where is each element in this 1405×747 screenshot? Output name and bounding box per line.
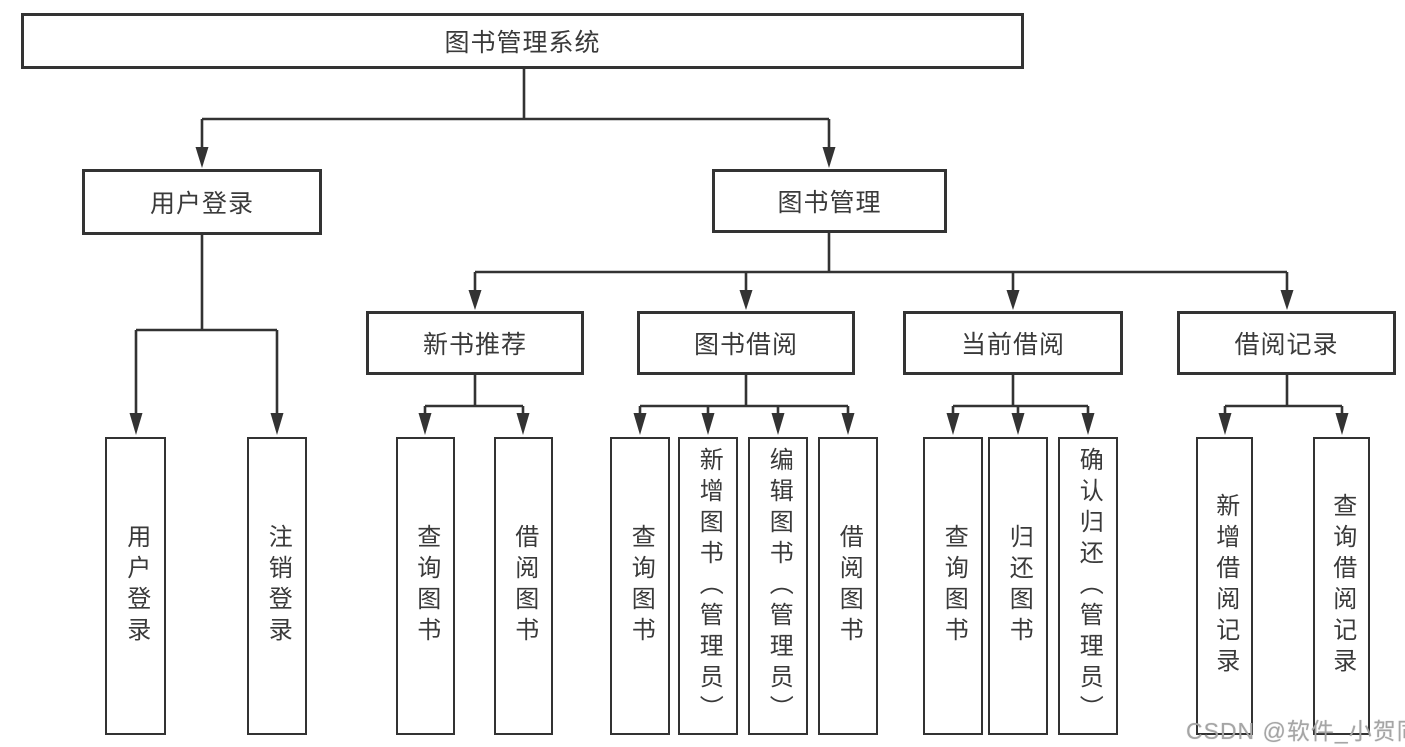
arrowhead <box>841 413 855 435</box>
arrowhead <box>1218 413 1232 435</box>
connector-newbook-to-leaves <box>423 375 525 414</box>
arrowhead <box>1011 413 1025 435</box>
arrowhead <box>195 147 209 168</box>
arrowhead <box>771 413 785 435</box>
leaf-query-borrow-record-label: 查询借阅记录 <box>1328 493 1356 679</box>
leaf-confirm-return-admin: 确认归还（管理员） <box>1058 437 1118 735</box>
node-book-borrow: 图书借阅 <box>637 311 855 375</box>
leaf-edit-book-admin: 编辑图书（管理员） <box>748 437 808 735</box>
node-book-borrow-label: 图书借阅 <box>693 331 798 359</box>
leaf-borrow-books-recommend-label: 借阅图书 <box>510 524 538 648</box>
node-book-management: 图书管理 <box>712 169 947 233</box>
arrowhead <box>739 290 753 310</box>
arrowhead <box>468 290 482 310</box>
connector-curborrow-to-leaves <box>951 375 1090 414</box>
leaf-edit-book-admin-label: 编辑图书（管理员） <box>765 446 793 726</box>
connector-userlogin-to-leaves <box>134 235 279 414</box>
arrowhead <box>701 413 715 435</box>
connector-bookmgmt-to-level3 <box>473 233 1289 292</box>
leaf-user-login-label: 用户登录 <box>122 524 150 648</box>
node-library-system: 图书管理系统 <box>21 13 1024 69</box>
leaf-return-book-label: 归还图书 <box>1005 524 1033 648</box>
leaf-add-book-admin: 新增图书（管理员） <box>678 437 738 735</box>
leaf-confirm-return-admin-label: 确认归还（管理员） <box>1075 446 1103 726</box>
arrowhead <box>1081 413 1095 435</box>
node-borrow-records: 借阅记录 <box>1177 311 1396 375</box>
node-new-book-recommend: 新书推荐 <box>366 311 584 375</box>
leaf-query-books-recommend: 查询图书 <box>396 437 455 735</box>
leaf-return-book: 归还图书 <box>988 437 1048 735</box>
leaf-user-login: 用户登录 <box>105 437 166 735</box>
connector-root-to-level2 <box>200 68 831 149</box>
node-library-system-label: 图书管理系统 <box>444 29 601 57</box>
arrowhead <box>946 413 960 435</box>
arrowhead <box>270 413 284 435</box>
node-new-book-recommend-label: 新书推荐 <box>422 331 527 359</box>
leaf-query-books-current: 查询图书 <box>923 437 983 735</box>
node-borrow-records-label: 借阅记录 <box>1234 331 1339 359</box>
leaf-query-books-recommend-label: 查询图书 <box>412 524 440 648</box>
arrowhead <box>1335 413 1349 435</box>
leaf-query-books-borrow: 查询图书 <box>610 437 670 735</box>
node-current-borrow-label: 当前借阅 <box>960 331 1065 359</box>
connector-bookborrow-to-leaves <box>638 375 850 414</box>
leaf-add-borrow-record-label: 新增借阅记录 <box>1211 493 1239 679</box>
arrowhead <box>516 413 530 435</box>
leaf-add-book-admin-label: 新增图书（管理员） <box>695 446 723 726</box>
leaf-query-books-borrow-label: 查询图书 <box>627 524 655 648</box>
leaf-query-borrow-record: 查询借阅记录 <box>1313 437 1370 735</box>
leaf-query-books-current-label: 查询图书 <box>940 524 968 648</box>
arrowhead <box>1006 290 1020 310</box>
arrowhead <box>418 413 432 435</box>
arrowhead <box>129 413 143 435</box>
leaf-borrow-books: 借阅图书 <box>818 437 878 735</box>
node-book-management-label: 图书管理 <box>777 189 882 217</box>
leaf-borrow-books-label: 借阅图书 <box>835 524 863 648</box>
node-user-login-label: 用户登录 <box>149 190 254 218</box>
leaf-logout-label: 注销登录 <box>264 524 292 648</box>
node-current-borrow: 当前借阅 <box>903 311 1123 375</box>
leaf-borrow-books-recommend: 借阅图书 <box>494 437 553 735</box>
leaf-logout: 注销登录 <box>247 437 307 735</box>
csdn-watermark: CSDN @软件_小贺同学 <box>1186 718 1405 744</box>
connector-borrowrec-to-leaves <box>1223 375 1344 414</box>
arrowhead <box>822 147 836 168</box>
node-user-login: 用户登录 <box>82 169 322 235</box>
arrowhead <box>633 413 647 435</box>
arrowhead <box>1280 290 1294 310</box>
leaf-add-borrow-record: 新增借阅记录 <box>1196 437 1253 735</box>
